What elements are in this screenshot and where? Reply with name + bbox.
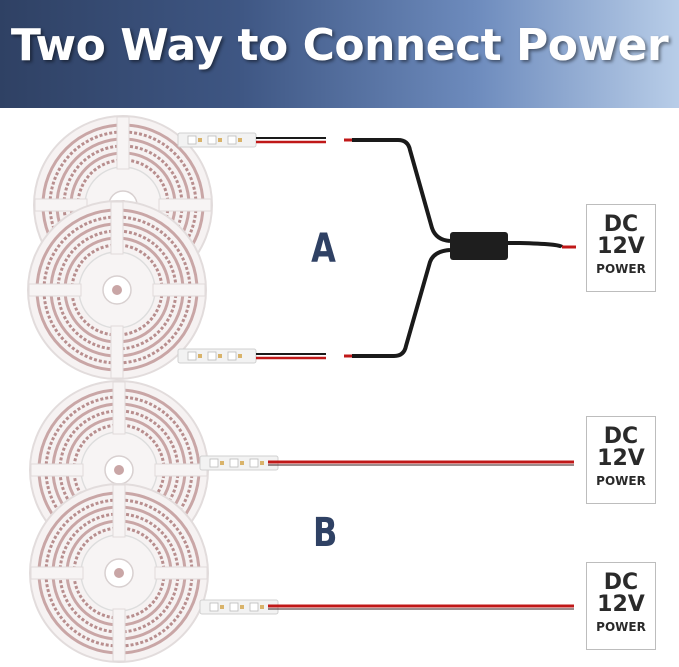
splitter-junction bbox=[450, 232, 508, 260]
power-label-voltage: 12V bbox=[597, 592, 645, 617]
direct-cables bbox=[268, 460, 574, 610]
power-label-dc: DC bbox=[603, 570, 639, 595]
power-label-dc: DC bbox=[603, 212, 639, 237]
power-supply-box-a: DC 12V POWER bbox=[586, 204, 656, 292]
strip-connector-a2 bbox=[177, 348, 257, 364]
power-supply-box-b1: DC 12V POWER bbox=[586, 416, 656, 504]
title-banner: Two Way to Connect Power bbox=[0, 0, 679, 108]
power-label-power: POWER bbox=[596, 620, 646, 634]
strip-connector-b2 bbox=[199, 599, 279, 615]
section-label-a: A bbox=[311, 226, 336, 272]
power-label-power: POWER bbox=[596, 474, 646, 488]
power-label-power: POWER bbox=[596, 262, 646, 276]
power-supply-box-b2: DC 12V POWER bbox=[586, 562, 656, 650]
page-title: Two Way to Connect Power bbox=[10, 20, 669, 71]
strip-connector-a1 bbox=[177, 132, 257, 148]
power-label-dc: DC bbox=[603, 424, 639, 449]
splitter-cable bbox=[256, 137, 576, 360]
strip-connector-b1 bbox=[199, 455, 279, 471]
power-label-voltage: 12V bbox=[597, 234, 645, 259]
section-label-b: B bbox=[313, 510, 338, 556]
led-strip-reel-b2 bbox=[28, 482, 210, 664]
power-label-voltage: 12V bbox=[597, 446, 645, 471]
